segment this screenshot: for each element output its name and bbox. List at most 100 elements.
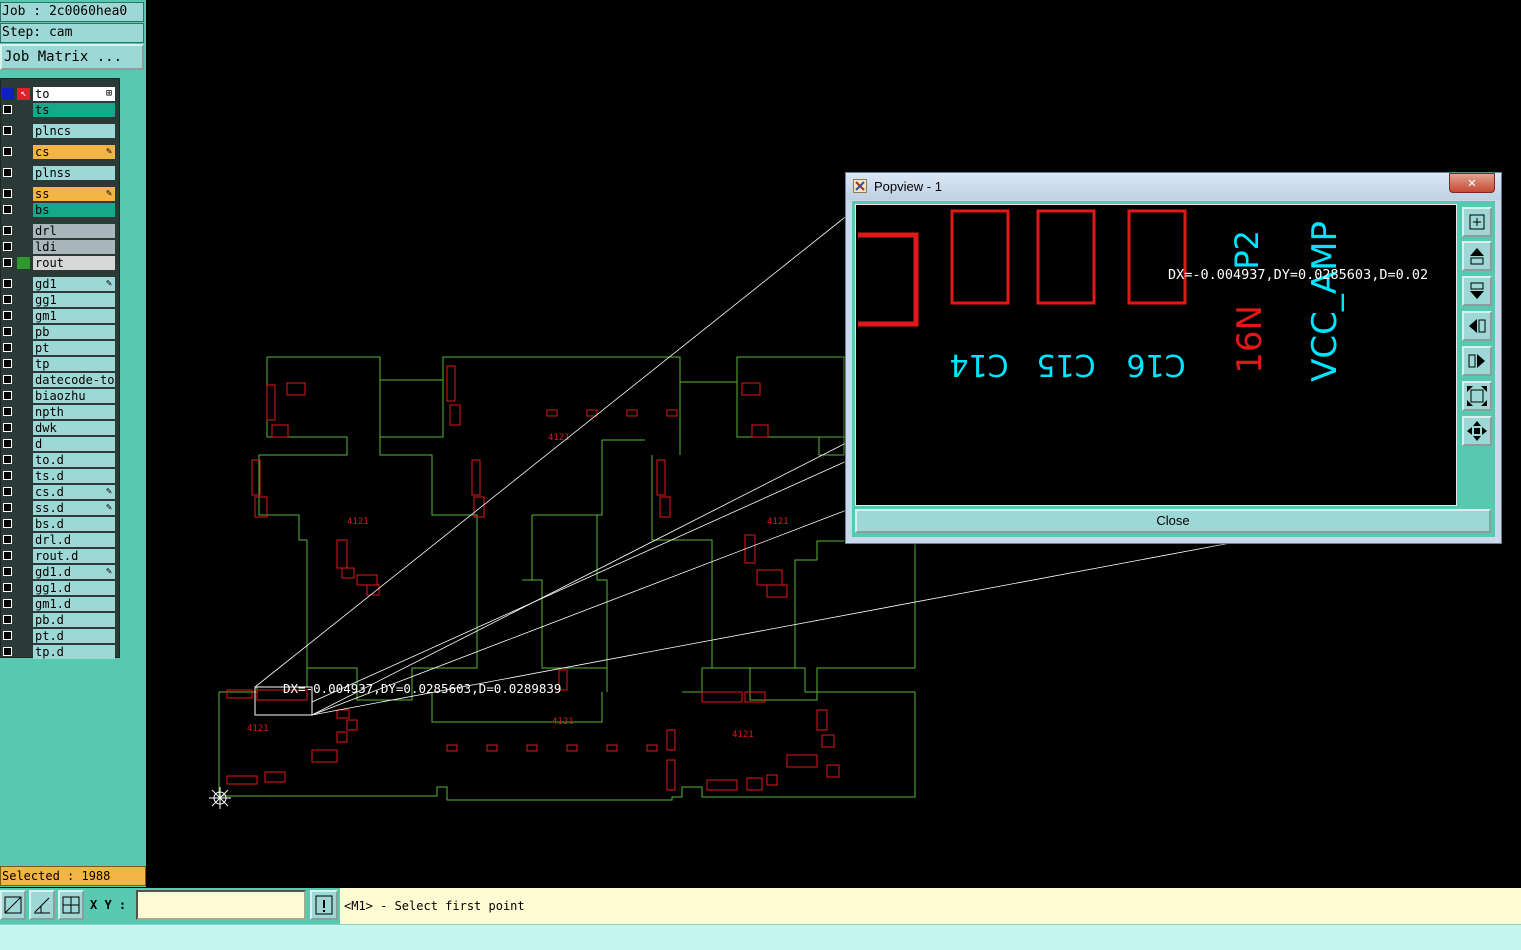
layer-name[interactable]: ss.d✎ [33,501,115,515]
alert-icon[interactable] [310,890,338,920]
layer-name[interactable]: cs✎ [33,145,115,159]
layer-row-cs.d[interactable]: cs.d✎ [1,485,119,500]
layer-name[interactable]: npth [33,405,115,419]
layer-row-ss[interactable]: ss✎ [1,187,119,202]
layer-row-gg1[interactable]: gg1 [1,293,119,308]
layer-checkbox[interactable] [3,189,12,198]
zoom-out-icon[interactable] [1462,416,1492,446]
layer-name[interactable]: datecode-to [33,373,115,387]
layer-row-ldi[interactable]: ldi [1,240,119,255]
close-button[interactable]: Close [855,509,1491,533]
layer-name[interactable]: to.d [33,453,115,467]
layer-checkbox[interactable] [3,615,12,624]
layer-name[interactable]: pt [33,341,115,355]
layer-checkbox[interactable] [3,375,12,384]
layer-row-ss.d[interactable]: ss.d✎ [1,501,119,516]
pan-down-icon[interactable] [1462,276,1492,306]
layer-checkbox[interactable] [3,147,12,156]
layer-row-biaozhu[interactable]: biaozhu [1,389,119,404]
layer-row-ts[interactable]: ts [1,103,119,118]
layer-row-cs[interactable]: cs✎ [1,145,119,160]
layer-row-datecode-to[interactable]: datecode-to [1,373,119,388]
layer-checkbox[interactable] [3,295,12,304]
layer-row-pt.d[interactable]: pt.d [1,629,119,644]
snap-tool-icon[interactable] [29,890,55,920]
layer-name[interactable]: ldi [33,240,115,254]
fit-view-icon[interactable] [1462,381,1492,411]
layer-name[interactable]: bs.d [33,517,115,531]
layer-checkbox[interactable] [3,551,12,560]
layer-name[interactable]: gd1✎ [33,277,115,291]
pan-left-icon[interactable] [1462,311,1492,341]
layer-checkbox[interactable] [3,631,12,640]
layer-name[interactable]: ss✎ [33,187,115,201]
layer-checkbox[interactable] [3,105,12,114]
layer-name[interactable]: plncs [33,124,115,138]
layer-name[interactable]: rout.d [33,549,115,563]
layer-name[interactable]: d [33,437,115,451]
layer-name[interactable]: drl [33,224,115,238]
layer-checkbox[interactable] [3,567,12,576]
layer-row-tp[interactable]: tp [1,357,119,372]
layer-checkbox[interactable] [3,647,12,656]
layer-checkbox[interactable] [3,471,12,480]
layer-checkbox[interactable] [3,311,12,320]
layer-name[interactable]: gg1 [33,293,115,307]
layer-checkbox[interactable] [3,503,12,512]
layer-checkbox[interactable] [3,205,12,214]
layer-row-gg1.d[interactable]: gg1.d [1,581,119,596]
layer-row-pb[interactable]: pb [1,325,119,340]
layer-checkbox[interactable] [3,423,12,432]
layer-checkbox[interactable] [3,439,12,448]
layer-row-npth[interactable]: npth [1,405,119,420]
layer-row-plncs[interactable]: plncs [1,124,119,139]
layer-name[interactable]: rout [33,256,115,270]
layer-name[interactable]: plnss [33,166,115,180]
layer-row-gd1.d[interactable]: gd1.d✎ [1,565,119,580]
layer-checkbox[interactable] [3,258,12,267]
expand-icon[interactable]: ⊞ [105,88,112,99]
layer-name[interactable]: pb.d [33,613,115,627]
layer-name[interactable]: tp [33,357,115,371]
layer-name[interactable]: to⊞ [33,87,115,101]
layer-row-rout.d[interactable]: rout.d [1,549,119,564]
layer-row-tp.d[interactable]: tp.d [1,645,119,660]
layer-name[interactable]: biaozhu [33,389,115,403]
layer-name[interactable]: ts [33,103,115,117]
layer-name[interactable]: gm1.d [33,597,115,611]
layer-name[interactable]: gm1 [33,309,115,323]
layer-checkbox[interactable] [3,126,12,135]
layer-checkbox[interactable] [3,519,12,528]
layer-row-gd1[interactable]: gd1✎ [1,277,119,292]
layer-checkbox[interactable] [3,487,12,496]
layer-row-d[interactable]: d [1,437,119,452]
layer-row-drl[interactable]: drl [1,224,119,239]
layer-checkbox[interactable] [3,391,12,400]
layer-checkbox[interactable] [3,279,12,288]
job-matrix-button[interactable]: Job Matrix ... [0,44,144,70]
pan-right-icon[interactable] [1462,346,1492,376]
layer-checkbox[interactable] [3,168,12,177]
layer-checkbox[interactable] [3,599,12,608]
layer-checkbox[interactable] [3,583,12,592]
layer-checkbox[interactable] [3,535,12,544]
layer-name[interactable]: ts.d [33,469,115,483]
grid-tool-icon[interactable] [58,890,84,920]
layer-checkbox[interactable] [3,242,12,251]
layer-name[interactable]: dwk [33,421,115,435]
layer-name[interactable]: bs [33,203,115,217]
layer-checkbox[interactable] [3,455,12,464]
layer-row-pb.d[interactable]: pb.d [1,613,119,628]
layer-name[interactable]: gg1.d [33,581,115,595]
close-icon[interactable]: ✕ [1449,173,1495,193]
layer-row-dwk[interactable]: dwk [1,421,119,436]
xy-input[interactable] [136,890,306,920]
layer-name[interactable]: pb [33,325,115,339]
layer-row-bs.d[interactable]: bs.d [1,517,119,532]
layer-checkbox[interactable] [3,226,12,235]
layer-row-rout[interactable]: rout [1,256,119,271]
layer-checkbox[interactable] [3,407,12,416]
layer-row-bs[interactable]: bs [1,203,119,218]
layer-row-ts.d[interactable]: ts.d [1,469,119,484]
